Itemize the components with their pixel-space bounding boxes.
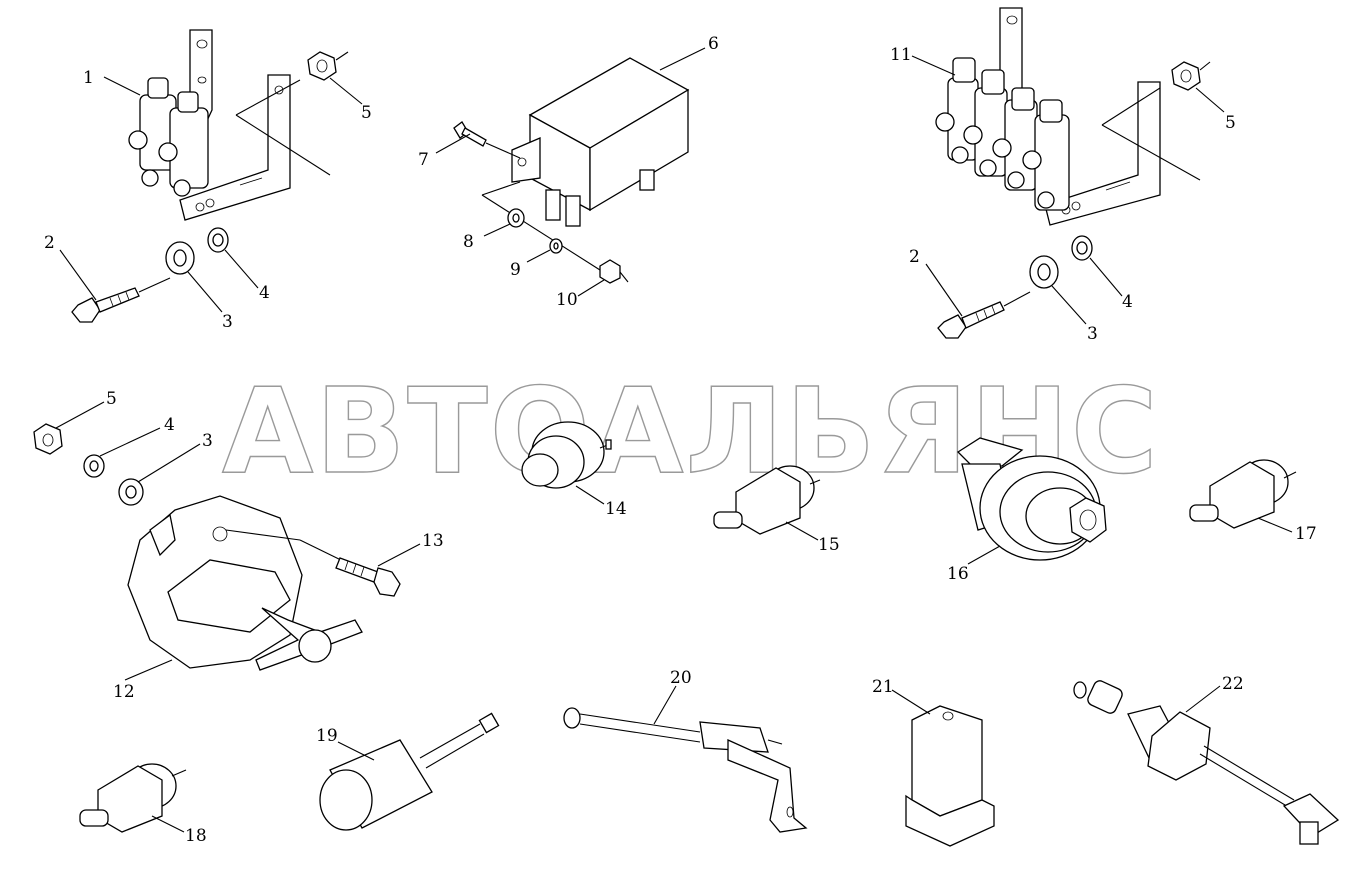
part-21-cap — [905, 705, 995, 847]
callout-4-left: 4 — [259, 283, 270, 303]
callout-15: 15 — [818, 535, 840, 555]
callout-10: 10 — [556, 290, 578, 310]
callout-20: 20 — [670, 668, 692, 688]
part-4-lockwasher-left — [207, 227, 229, 253]
callout-6: 6 — [708, 34, 719, 54]
callout-9: 9 — [510, 260, 521, 280]
part-2-bolt-left — [71, 277, 171, 323]
callout-3-middle: 3 — [202, 431, 213, 451]
part-3-washer-right — [1029, 255, 1059, 289]
part-9-lockwasher — [549, 238, 563, 254]
callout-7: 7 — [418, 150, 429, 170]
callout-12: 12 — [113, 682, 135, 702]
callout-4-right: 4 — [1122, 292, 1133, 312]
part-6-relay — [481, 57, 690, 271]
part-18-sensor — [79, 763, 187, 833]
part-11-valve-assembly — [935, 7, 1201, 226]
callout-3-left: 3 — [222, 312, 233, 332]
callout-19: 19 — [316, 726, 338, 746]
part-5-nut-top-right — [1171, 61, 1211, 91]
callout-2-left: 2 — [44, 233, 55, 253]
callout-17: 17 — [1295, 524, 1317, 544]
part-7-screw — [453, 121, 521, 159]
part-17-sensor — [1189, 459, 1297, 529]
part-15-sensor — [713, 465, 821, 535]
callout-22: 22 — [1222, 674, 1244, 694]
part-13-bolt — [335, 557, 401, 597]
callout-16: 16 — [947, 564, 969, 584]
callout-2-right: 2 — [909, 247, 920, 267]
callout-5-top-right: 5 — [1225, 113, 1236, 133]
callout-8: 8 — [463, 232, 474, 252]
part-2-bolt-right — [937, 291, 1031, 339]
callout-3-right: 3 — [1087, 324, 1098, 344]
callout-13: 13 — [422, 531, 444, 551]
callout-4-middle: 4 — [164, 415, 175, 435]
callout-21: 21 — [872, 677, 894, 697]
callout-11: 11 — [890, 45, 912, 65]
part-10-nut — [599, 259, 629, 284]
part-19-sensor — [319, 712, 500, 831]
part-3-washer-left — [165, 241, 195, 275]
part-20-sensor — [563, 707, 808, 833]
part-22-sensor — [1073, 680, 1340, 845]
part-8-washer — [507, 208, 525, 228]
part-5-nut-top-left — [307, 51, 349, 81]
part-4-lockwasher-middle — [83, 454, 105, 478]
part-1-valve-assembly — [128, 29, 331, 221]
callout-5-middle: 5 — [106, 389, 117, 409]
part-4-lockwasher-right — [1071, 235, 1093, 261]
callout-5-top-left: 5 — [361, 103, 372, 123]
callout-18: 18 — [185, 826, 207, 846]
part-5-nut-middle — [33, 423, 63, 455]
callout-14: 14 — [605, 499, 627, 519]
part-16-switch — [956, 437, 1107, 561]
part-3-washer-middle — [118, 478, 144, 506]
part-12-socket — [127, 495, 363, 671]
callout-1: 1 — [83, 68, 94, 88]
part-14-sensor — [521, 421, 612, 489]
